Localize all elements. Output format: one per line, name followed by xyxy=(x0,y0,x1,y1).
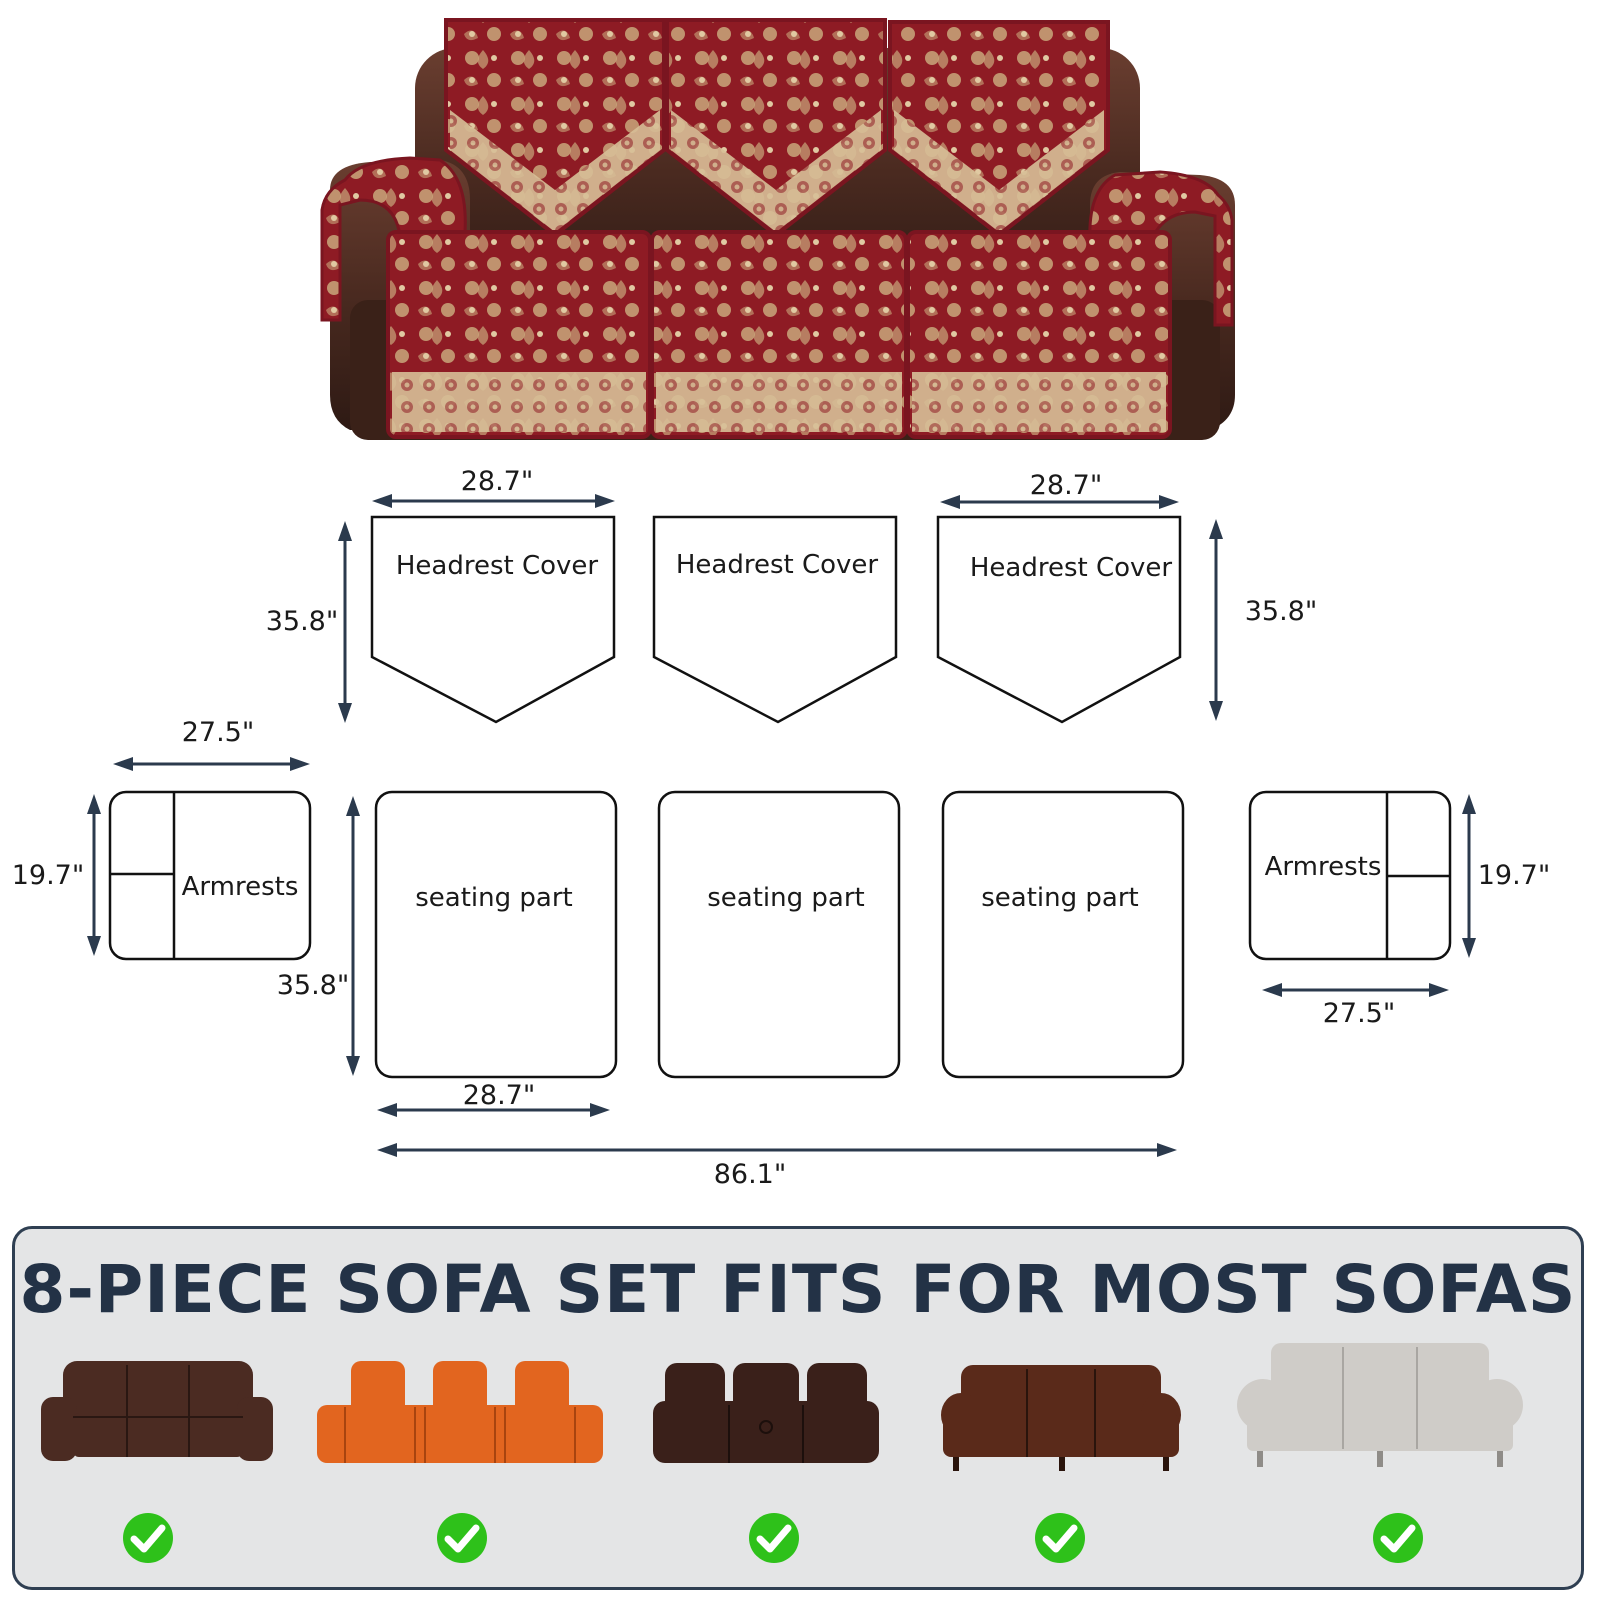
total-width-label: 86.1" xyxy=(714,1159,787,1190)
armrest-width-label-left: 27.5" xyxy=(182,717,255,748)
armrest-width-label-right: 27.5" xyxy=(1323,998,1396,1029)
compatibility-panel: 8-PIECE SOFA SET FITS FOR MOST SOFAS xyxy=(12,1226,1584,1590)
armrest-label-right: Armrests xyxy=(1265,852,1382,882)
armrest-height-label-right: 19.7" xyxy=(1478,860,1551,891)
seat-height-label: 35.8" xyxy=(277,970,350,1001)
dim-arrow-headrest-width-right xyxy=(940,495,1179,509)
dim-arrow-seat-height xyxy=(346,796,360,1076)
dim-arrow-headrest-height-left xyxy=(338,521,352,723)
dim-arrow-headrest-height-right xyxy=(1209,519,1223,721)
headrest-width-label-right: 28.7" xyxy=(1030,470,1103,501)
dark-brown-recliner-console-sofa-icon xyxy=(653,1363,879,1463)
sofa-with-covers-illustration xyxy=(320,18,1235,440)
seat-width-label: 28.7" xyxy=(463,1080,536,1111)
orange-theater-seating-icon xyxy=(317,1361,603,1463)
seating-label-right: seating part xyxy=(981,883,1138,913)
armrest-height-label-left: 19.7" xyxy=(12,860,85,891)
headrest-label-right: Headrest Cover xyxy=(970,553,1173,583)
armrest-outline-right: Armrests xyxy=(1248,790,1452,961)
seating-part-outline-left: seating part xyxy=(374,790,618,1079)
seating-part-outline-middle: seating part xyxy=(657,790,901,1079)
dim-arrow-headrest-width-left xyxy=(372,494,615,508)
green-check-icon xyxy=(749,1513,799,1563)
seating-label-left: seating part xyxy=(415,883,572,913)
headrest-height-label-right: 35.8" xyxy=(1245,596,1318,627)
green-check-icon xyxy=(1035,1513,1085,1563)
armrest-outline-left: Armrests xyxy=(108,790,312,961)
headrest-cover-outline-right: Headrest Cover xyxy=(936,515,1182,724)
product-diagram: Headrest Cover Headrest Cover Headrest C… xyxy=(12,18,1551,1190)
green-check-icon xyxy=(1373,1513,1423,1563)
headrest-height-label-left: 35.8" xyxy=(266,606,339,637)
brown-leather-recliner-sofa-icon xyxy=(41,1361,273,1461)
compatibility-title: 8-PIECE SOFA SET FITS FOR MOST SOFAS xyxy=(19,1251,1577,1328)
headrest-cover-outline-left: Headrest Cover xyxy=(370,515,616,724)
armrest-label-left: Armrests xyxy=(182,872,299,902)
headrest-cover-outline-middle: Headrest Cover xyxy=(652,515,898,724)
green-check-icon xyxy=(123,1513,173,1563)
headrest-label-middle: Headrest Cover xyxy=(676,550,879,580)
seating-label-middle: seating part xyxy=(707,883,864,913)
dim-arrow-armrest-height-left xyxy=(87,794,101,956)
dim-arrow-armrest-height-right xyxy=(1462,794,1476,958)
chesterfield-leather-sofa-icon xyxy=(941,1365,1181,1471)
dim-arrow-seat-width xyxy=(377,1103,610,1117)
seating-part-outline-right: seating part xyxy=(941,790,1185,1079)
dim-arrow-armrest-width-left xyxy=(113,757,310,771)
dim-arrow-total-width xyxy=(377,1143,1177,1157)
green-check-icon xyxy=(437,1513,487,1563)
gray-fabric-sofa-icon xyxy=(1237,1343,1523,1467)
headrest-label-left: Headrest Cover xyxy=(396,551,599,581)
dim-arrow-armrest-width-right xyxy=(1262,983,1449,997)
headrest-width-label-left: 28.7" xyxy=(461,466,534,497)
